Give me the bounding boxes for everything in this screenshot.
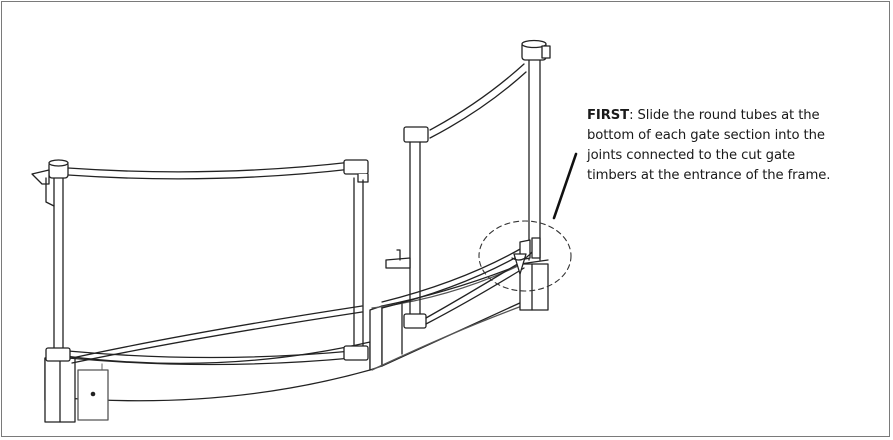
right-gate-section (371, 39, 551, 371)
instruction-line-2: bottom of each gate section into the (587, 128, 825, 143)
instruction-line-3: joints connected to the cut gate (587, 148, 796, 163)
center-connector (369, 263, 523, 371)
instruction-step-label: FIRST (587, 108, 630, 123)
instruction-text-1: : Slide the round tubes at the (629, 108, 820, 123)
assembly-instruction: FIRST: Slide the round tubes at the bott… (587, 106, 887, 186)
instruction-line-1: FIRST: Slide the round tubes at the (587, 106, 887, 126)
left-gate-section (31, 159, 371, 423)
callout-marker (478, 152, 578, 292)
instruction-line-4: timbers at the entrance of the frame. (587, 168, 831, 183)
